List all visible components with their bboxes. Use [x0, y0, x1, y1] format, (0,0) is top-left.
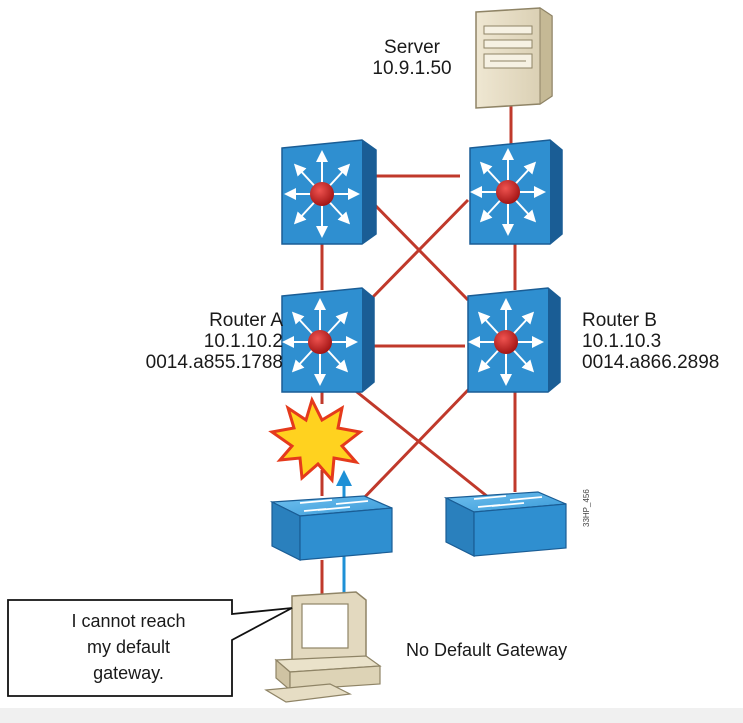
router-a-mac: 0014.a855.1788 [145, 352, 283, 373]
link-routerA-switchB [351, 386, 489, 499]
core-switch-b-icon [469, 139, 563, 245]
link-core-cross-2 [368, 198, 470, 302]
explosion-icon [268, 395, 364, 484]
no-default-gateway-label: No Default Gateway [406, 640, 568, 660]
callout-line-3: gateway. [93, 663, 164, 683]
server-icon [475, 7, 553, 109]
router-b-ip: 10.1.10.3 [582, 331, 662, 352]
server-label: Server 10.9.1.50 [352, 37, 472, 79]
callout-line-1: I cannot reach [71, 611, 186, 631]
pc-icon [264, 591, 382, 703]
speech-bubble-icon [7, 599, 293, 697]
router-a-label: Router A 10.1.10.2 0014.a855.1788 [133, 310, 283, 373]
router-b-name: Router B [582, 310, 657, 331]
core-switch-a-icon [281, 139, 377, 245]
router-a-name: Router A [209, 310, 283, 331]
figure-code: 33HP_456 [582, 489, 591, 527]
callout-line-2: my default [86, 637, 171, 657]
callout-text: I cannot reach my default gateway. [16, 608, 241, 686]
router-a-icon [281, 287, 375, 393]
access-switch-a-icon [269, 495, 393, 561]
router-b-label: Router B 10.1.10.3 0014.a866.2898 [582, 310, 742, 373]
router-b-mac: 0014.a866.2898 [582, 352, 720, 373]
link-routerB-switchA [358, 386, 472, 504]
router-a-ip: 10.1.10.2 [203, 331, 283, 352]
server-ip: 10.9.1.50 [372, 58, 452, 79]
server-name: Server [384, 37, 440, 58]
links [320, 105, 517, 596]
bottom-strip [0, 708, 743, 723]
router-b-icon [467, 287, 561, 393]
access-switch-b-icon [443, 491, 567, 557]
